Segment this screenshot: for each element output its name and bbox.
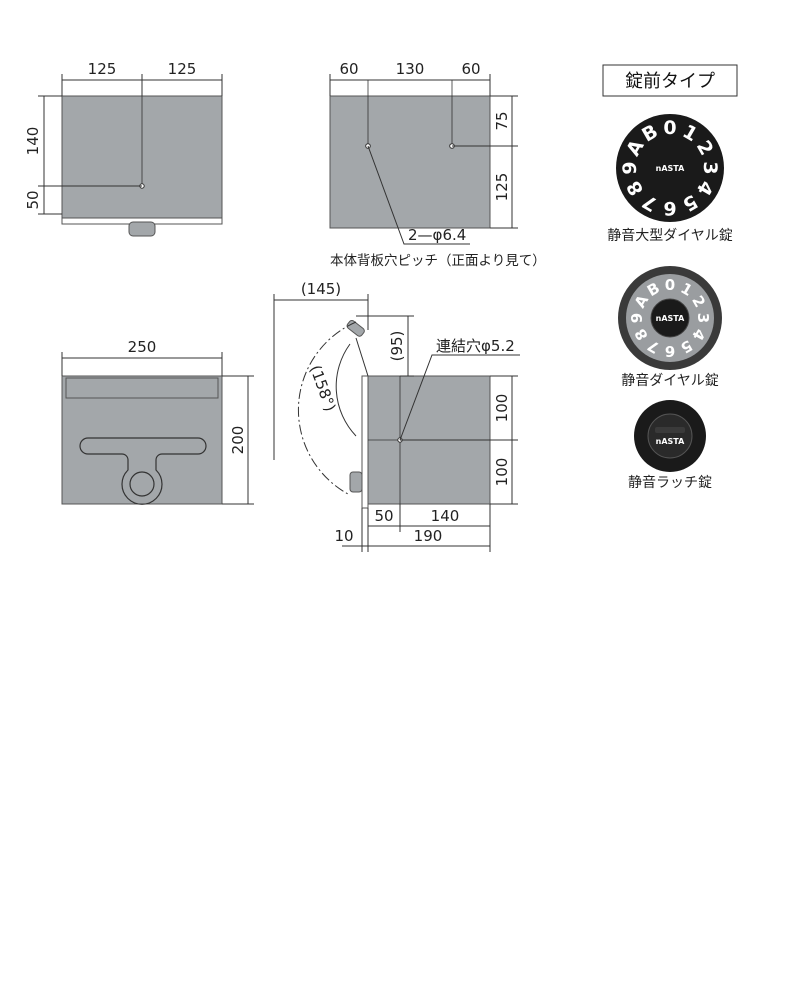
- dim-angle: (158°): [306, 363, 339, 414]
- dial-knob: [650, 298, 690, 338]
- dial-brand: nASTA: [656, 314, 685, 323]
- dim-back-lower: 125: [493, 173, 511, 202]
- large-dial-brand: nASTA: [656, 164, 685, 173]
- dim-back-left: 60: [339, 60, 358, 78]
- hole-caption: 本体背板穴ピッチ（正面より見て）: [330, 253, 546, 269]
- swing-arc-outer: [297, 321, 357, 495]
- hole-label: 2—φ6.4: [408, 226, 466, 244]
- back-plate: [329, 95, 491, 229]
- lock-name-dial: 静音ダイヤル錠: [621, 372, 719, 389]
- dim-side-upper: 100: [493, 394, 511, 423]
- dim-width-right: 125: [168, 60, 197, 78]
- front-top-view: 125 125 140 50: [24, 60, 223, 237]
- latch-brand: nASTA: [656, 437, 685, 446]
- latch-bar: [655, 427, 685, 433]
- dim-lip: 10: [334, 527, 353, 545]
- dim-depth-total: 190: [414, 527, 443, 545]
- lock-heading-box: [602, 64, 738, 97]
- dial-character: 3: [694, 313, 712, 323]
- dim-height-upper: 140: [24, 127, 42, 156]
- lock-name-latch: 静音ラッチ錠: [628, 474, 712, 491]
- dim-door-drop: (95): [388, 331, 406, 362]
- dim-depth-rear: 140: [431, 507, 460, 525]
- dim-height-lower: 50: [24, 190, 42, 209]
- dim-width-left: 125: [88, 60, 117, 78]
- dial-character: 6: [663, 197, 676, 219]
- side-view: (158°) (145) (95) 連結穴φ5.2 100 100 50 140…: [273, 280, 520, 552]
- dial-character: 3: [699, 161, 721, 174]
- lock-heading: 錠前タイプ: [625, 71, 715, 92]
- lock-name-large-dial: 静音大型ダイヤル錠: [607, 227, 733, 244]
- front-lip: [361, 375, 369, 509]
- latch-knob: [647, 413, 693, 459]
- dim-front-width: 250: [128, 338, 157, 356]
- dial-character: 0: [663, 117, 676, 139]
- dial-character: 9: [619, 161, 641, 174]
- mail-slot: [79, 437, 207, 505]
- swing-arc-inner: [335, 343, 357, 437]
- link-hole-label: 連結穴φ5.2: [436, 337, 515, 355]
- front-view: 250 200: [61, 338, 254, 505]
- dim-depth-front: 50: [374, 507, 393, 525]
- lock-knob: [128, 221, 156, 237]
- dim-back-upper: 75: [493, 111, 511, 130]
- dim-back-mid: 130: [396, 60, 425, 78]
- dial-character: 0: [665, 276, 675, 294]
- dim-side-lower: 100: [493, 458, 511, 487]
- dial-character: 6: [665, 342, 675, 360]
- front-lock: [129, 471, 155, 497]
- dim-front-height: 200: [229, 426, 247, 455]
- flap-top: [65, 377, 219, 399]
- large-dial-icon: [616, 114, 724, 222]
- dim-door-reach: (145): [301, 280, 341, 298]
- dial-character: 9: [628, 313, 646, 323]
- dim-back-right: 60: [461, 60, 480, 78]
- back-view: 60 130 60 75 125 2—φ6.4 本体背板穴ピッチ（正面より見て）: [329, 60, 546, 269]
- latch-lock: nASTA 静音ラッチ錠: [628, 400, 712, 491]
- side-knob: [349, 471, 363, 493]
